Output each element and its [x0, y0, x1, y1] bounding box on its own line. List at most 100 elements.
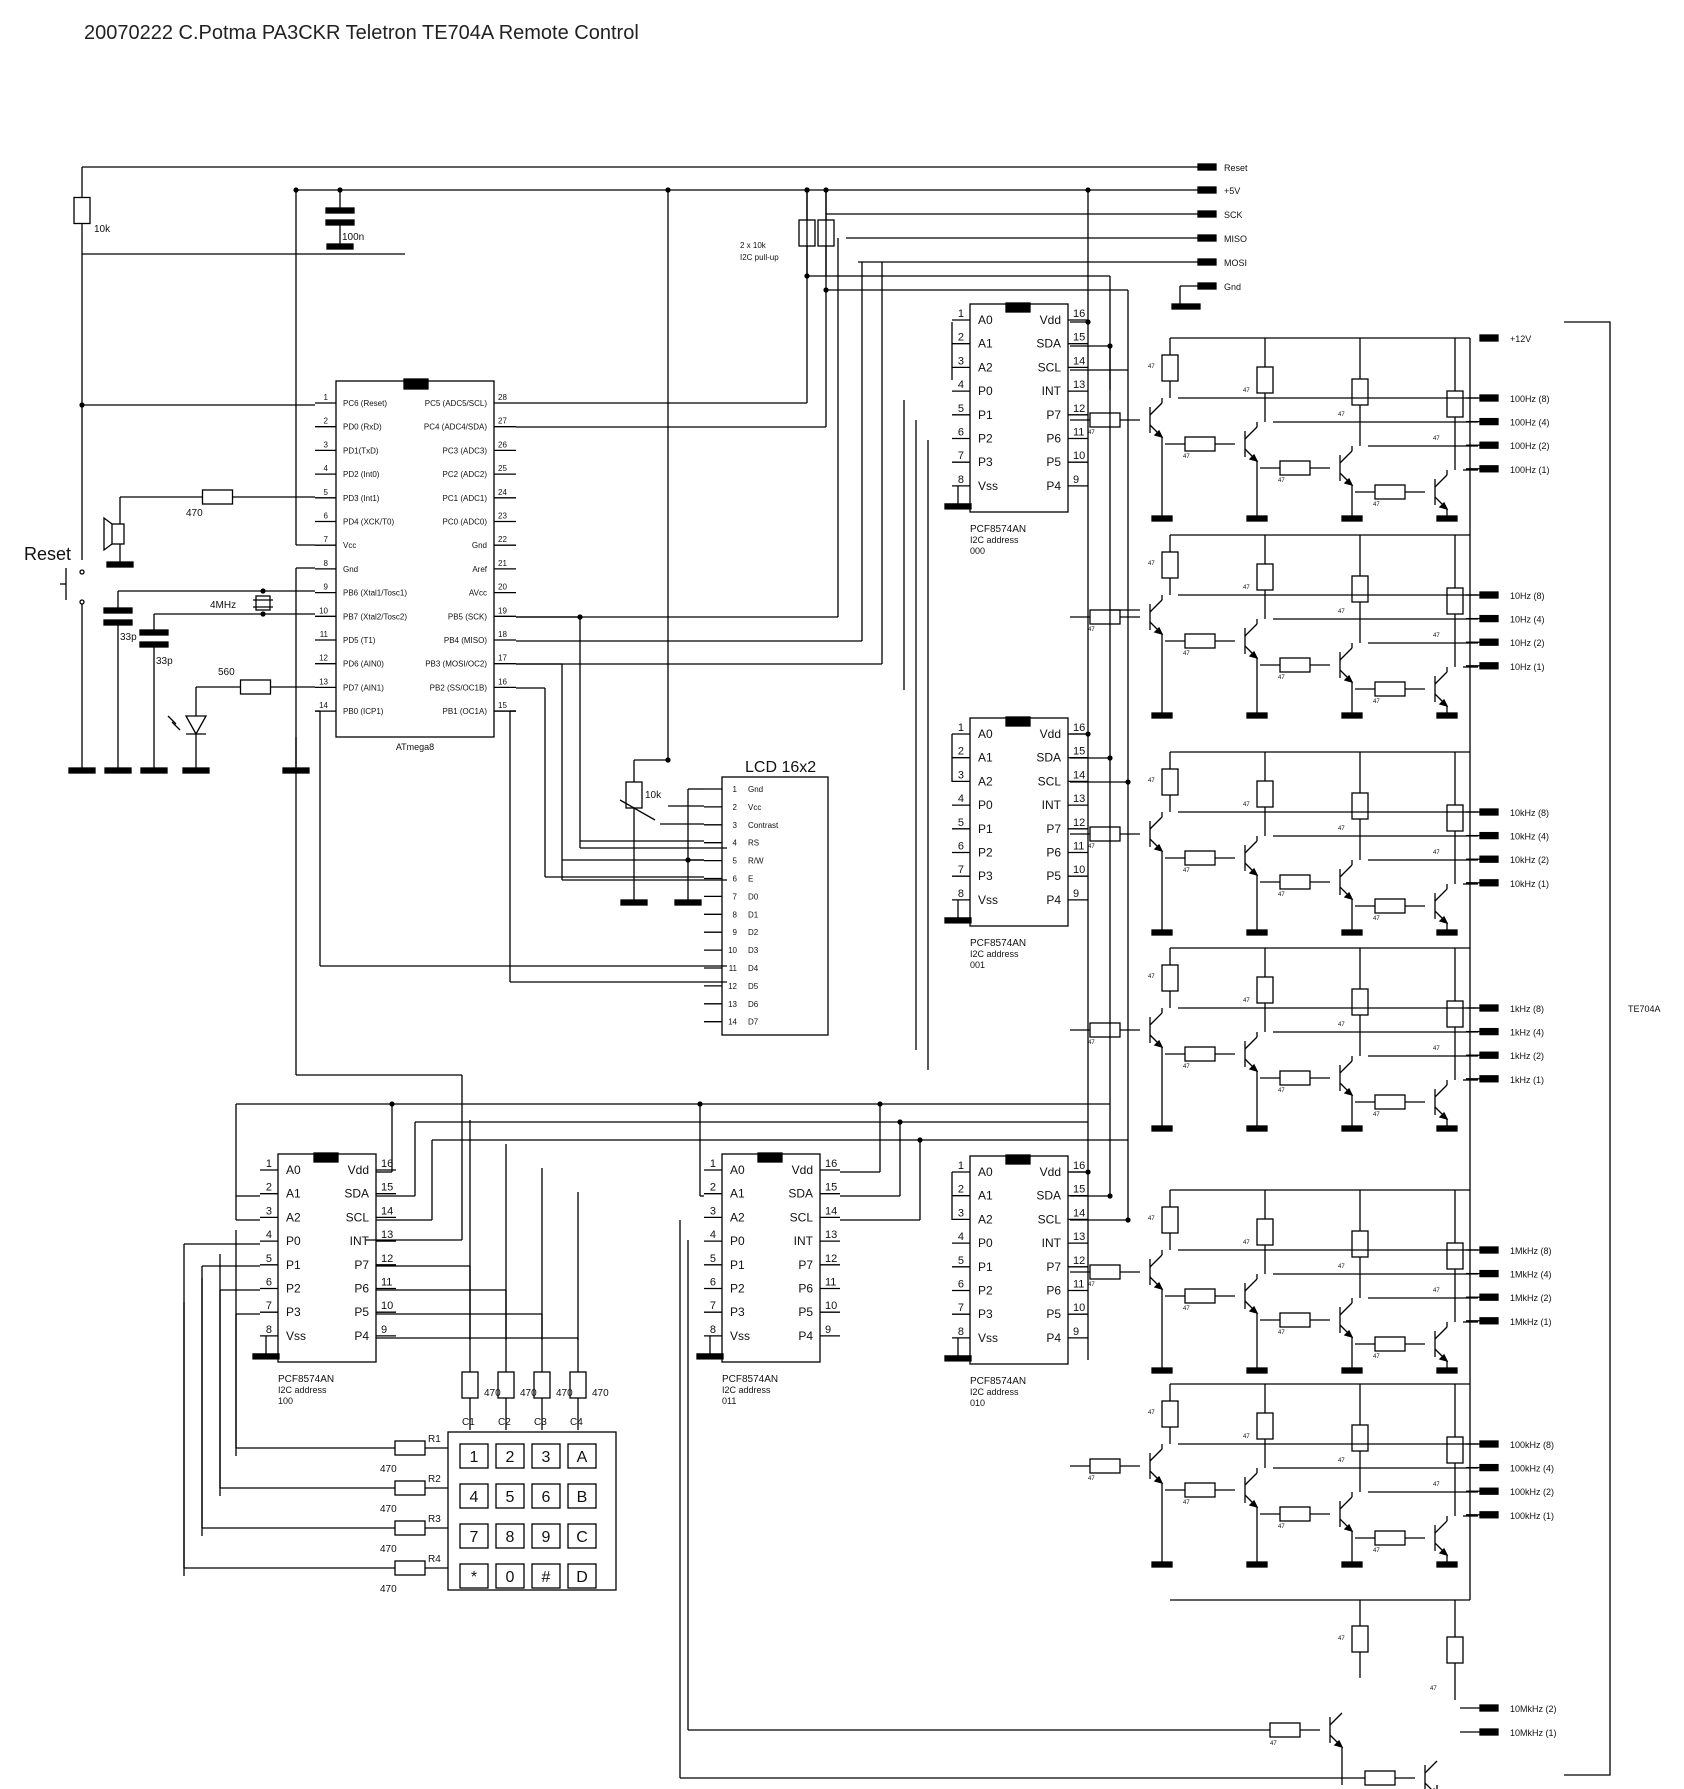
transistor	[1424, 1782, 1432, 1789]
lcd-pin-label: Gnd	[748, 785, 763, 794]
base-resistor	[1184, 633, 1216, 649]
transistor	[1244, 623, 1258, 637]
pcf-pin-label: P6	[798, 1282, 813, 1296]
pcf-pin-label: P1	[286, 1258, 301, 1272]
output-label: 1kHz (4)	[1510, 1028, 1544, 1038]
transistor	[1339, 450, 1353, 464]
crystal-label: 4MHz	[210, 600, 236, 611]
led-resistor	[239, 679, 272, 695]
pcf-pin-number: 9	[1073, 474, 1079, 486]
base-resistor	[1089, 609, 1121, 625]
keypad-key-label: 5	[506, 1489, 515, 1506]
ground-symbol	[1151, 515, 1173, 522]
driver-resistor	[1446, 1000, 1464, 1028]
pcf-pin-label: SDA	[344, 1187, 369, 1201]
pcf-pin-number: 11	[381, 1277, 392, 1289]
ground-symbol	[140, 767, 168, 774]
driver-resistor-label: 47	[1338, 1458, 1345, 1464]
base-resistor-label: 47	[1373, 916, 1380, 922]
base-resistor	[1089, 1022, 1121, 1038]
pcf-pin-number: 16	[1073, 1160, 1085, 1172]
pcf-pin-label: A1	[978, 337, 993, 351]
junction-dot	[823, 287, 829, 293]
pcf-pin-number: 11	[825, 1277, 836, 1289]
pcf-pin-label: P6	[1046, 1284, 1061, 1298]
pcf-pin-label: P0	[286, 1234, 301, 1248]
pcf-pin-number: 10	[1073, 864, 1085, 876]
output-label: 10kHz (4)	[1510, 832, 1549, 842]
pcf-pin-number: 2	[710, 1182, 716, 1194]
driver-resistor-label: 47	[1338, 826, 1345, 832]
base-resistor-label: 47	[1183, 651, 1190, 657]
pcf-pin-label: A2	[286, 1210, 301, 1224]
pcf-address-label: I2C address	[722, 1385, 771, 1395]
driver-resistor-label: 47	[1148, 1410, 1155, 1416]
pcf-pin-number: 13	[825, 1229, 837, 1241]
mcu-pin-number: 18	[498, 630, 507, 639]
junction-dot	[685, 857, 691, 863]
mcu-pin-number: 17	[498, 654, 507, 663]
pcf-pin-number: 6	[266, 1277, 272, 1289]
output-label: 1kHz (8)	[1510, 1004, 1544, 1014]
base-resistor	[1184, 1288, 1216, 1304]
ground-symbol	[1436, 1561, 1458, 1568]
transistor	[1343, 1087, 1354, 1097]
junction-dot	[804, 273, 810, 279]
pcf-pin-number: 11	[1073, 1279, 1084, 1291]
pcf-pin-number: 12	[825, 1253, 837, 1265]
junction-dot	[260, 611, 266, 617]
pcf-address-label: I2C address	[970, 949, 1019, 959]
pcf-pin-number: 8	[710, 1324, 716, 1336]
pcf-pin-number: 7	[266, 1300, 272, 1312]
mcu-pin-number: 25	[498, 464, 507, 473]
pcf-pin-label: P1	[978, 408, 993, 422]
keypad-key	[531, 1523, 561, 1549]
lcd-pin-number: 8	[733, 910, 738, 919]
junction-dot	[665, 757, 671, 763]
header-pin-label: MOSI	[1224, 258, 1247, 268]
transistor	[1149, 1448, 1163, 1462]
transistor	[1153, 429, 1164, 439]
wire	[1179, 286, 1198, 307]
pcf-pin-number: 4	[958, 1231, 964, 1243]
keypad-key-label: 6	[542, 1489, 551, 1506]
transistor	[1248, 1499, 1259, 1509]
pcf-pin-label: SCL	[1038, 360, 1062, 374]
pcf-pin-label: Vss	[978, 479, 998, 493]
keypad-key-label: 7	[470, 1529, 479, 1546]
pcf-notch	[1005, 716, 1031, 727]
keypad-row-resistor	[394, 1560, 426, 1576]
lcd-pin-label: D0	[748, 892, 759, 901]
junction-dot	[577, 614, 583, 620]
pcf-pin-number: 10	[381, 1300, 393, 1312]
output-label: 10kHz (8)	[1510, 808, 1549, 818]
base-resistor	[1374, 1530, 1406, 1546]
keypad-key	[567, 1443, 597, 1469]
transistor	[1434, 474, 1448, 488]
ground-symbol	[1246, 712, 1268, 719]
cap-label: 33p	[120, 632, 137, 643]
ground-symbol	[1246, 1561, 1268, 1568]
pcf-pin-number: 11	[1073, 427, 1084, 439]
pcf-pin-label: SDA	[1036, 751, 1061, 765]
mcu-pin-label: PD7 (AIN1)	[343, 683, 384, 692]
mcu-pin-number: 5	[324, 488, 329, 497]
base-resistor	[1269, 1722, 1301, 1738]
pcf-pin-label: P5	[798, 1305, 813, 1319]
pcf-pin-label: P7	[798, 1258, 813, 1272]
keypad-col-resistor-label: 470	[520, 1388, 537, 1399]
driver-resistor	[1161, 1400, 1179, 1428]
driver-resistor-label: 47	[1148, 561, 1155, 567]
mcu-pin-number: 1	[324, 393, 329, 402]
pcf-pin-label: P2	[286, 1282, 301, 1296]
pcf-address: 010	[970, 1398, 985, 1408]
output-pin	[1479, 1075, 1499, 1083]
output-pin	[1479, 417, 1499, 426]
output-pin	[1479, 638, 1499, 646]
pcf-pin-label: SDA	[1036, 1189, 1061, 1203]
pullup-resistor	[798, 219, 816, 247]
keypad-body	[447, 1431, 617, 1591]
ground-symbol	[1341, 1125, 1363, 1132]
mcu-pin-number: 22	[498, 535, 507, 544]
keypad-key-label: 4	[470, 1489, 479, 1506]
